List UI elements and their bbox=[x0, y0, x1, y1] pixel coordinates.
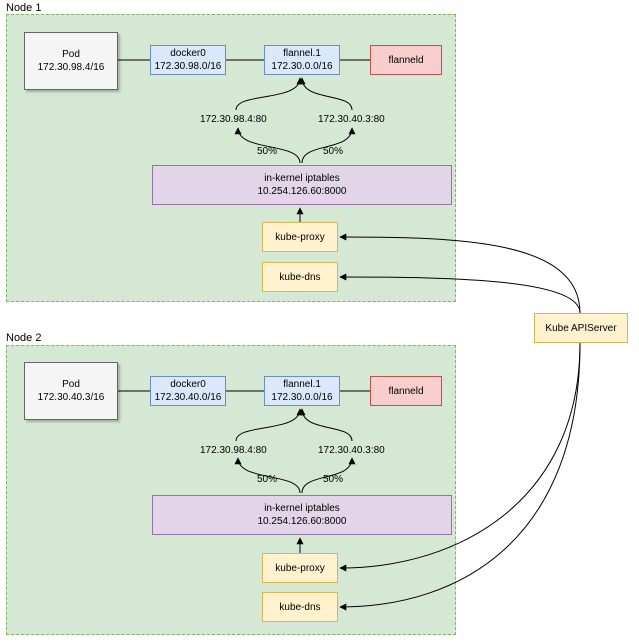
node-2-endpoint-right: 172.30.40.3:80 bbox=[318, 445, 385, 456]
node-1-arrow-right-endpoint-to-flannel bbox=[298, 77, 353, 111]
node-2-flanneld[interactable]: flanneld bbox=[370, 376, 442, 406]
node-2-arrow-right-endpoint-to-flannel bbox=[298, 408, 353, 442]
node-2-arrow-iptables-to-left-endpoint bbox=[234, 457, 301, 494]
node-1-docker0-title: docker0 bbox=[170, 48, 206, 59]
node-2-flannel-title: flannel.1 bbox=[283, 379, 321, 390]
apiserver-arrow-to-node-1-kube-dns bbox=[339, 273, 581, 314]
node-1-label: Node 1 bbox=[6, 2, 42, 14]
node-1-pod-ip: 172.30.98.4/16 bbox=[37, 62, 105, 73]
node-2-endpoint-left: 172.30.98.4:80 bbox=[200, 445, 267, 456]
node-2-weight-left: 50% bbox=[256, 474, 279, 485]
node-1-flannel-ip: 172.30.0.0/16 bbox=[271, 61, 333, 72]
node-2-iptables[interactable]: in-kernel iptables 10.254.126.60:8000 bbox=[152, 495, 452, 535]
node-1-docker0[interactable]: docker0 172.30.98.0/16 bbox=[150, 45, 226, 75]
node-2-pod[interactable]: Pod 172.30.40.3/16 bbox=[24, 362, 118, 420]
node-1-arrow-iptables-to-right-endpoint bbox=[301, 127, 356, 164]
node-1-kube-dns[interactable]: kube-dns bbox=[262, 262, 338, 292]
node-2-docker0-ip: 172.30.40.0/16 bbox=[154, 392, 222, 403]
apiserver-arrow-to-node-1-kube-proxy bbox=[339, 233, 581, 314]
node-1-arrow-left-endpoint-to-flannel bbox=[235, 77, 304, 111]
node-1-kube-dns-label: kube-dns bbox=[279, 271, 321, 283]
node-2-iptables-ip: 10.254.126.60:8000 bbox=[257, 516, 347, 527]
node-2-weight-right: 50% bbox=[322, 474, 345, 485]
node-2-kube-dns[interactable]: kube-dns bbox=[262, 592, 338, 622]
node-2-docker0[interactable]: docker0 172.30.40.0/16 bbox=[150, 376, 226, 406]
node-2-pod-title: Pod bbox=[62, 379, 80, 390]
node-1-endpoint-right: 172.30.40.3:80 bbox=[318, 114, 385, 125]
node-2-arrow-iptables-to-right-endpoint bbox=[301, 457, 356, 494]
node-2-kube-proxy[interactable]: kube-proxy bbox=[262, 553, 338, 583]
node-2-flanneld-label: flanneld bbox=[388, 385, 424, 397]
node-2-flannel-ip: 172.30.0.0/16 bbox=[271, 392, 333, 403]
node-1-flanneld-label: flanneld bbox=[388, 54, 424, 66]
node-1-docker0-ip: 172.30.98.0/16 bbox=[154, 61, 222, 72]
node-1-weight-left: 50% bbox=[256, 146, 279, 157]
node-1-flannel[interactable]: flannel.1 172.30.0.0/16 bbox=[264, 45, 340, 75]
node-1-endpoint-left: 172.30.98.4:80 bbox=[200, 114, 267, 125]
node-2-kube-dns-label: kube-dns bbox=[279, 601, 321, 613]
apiserver-arrow-to-node-2-kube-dns bbox=[339, 342, 581, 611]
node-1-flannel-title: flannel.1 bbox=[283, 48, 321, 59]
node-1-kube-proxy[interactable]: kube-proxy bbox=[262, 222, 338, 252]
node-2-iptables-title: in-kernel iptables bbox=[264, 503, 340, 514]
node-2-arrow-left-endpoint-to-flannel bbox=[235, 408, 304, 442]
node-2-kube-proxy-label: kube-proxy bbox=[275, 562, 325, 574]
kube-apiserver[interactable]: Kube APIServer bbox=[534, 313, 628, 343]
kube-apiserver-label: Kube APIServer bbox=[545, 322, 617, 334]
node-2-label: Node 2 bbox=[6, 332, 42, 344]
node-2-pod-ip: 172.30.40.3/16 bbox=[37, 392, 105, 403]
node-1-flanneld[interactable]: flanneld bbox=[370, 45, 442, 75]
node-1-iptables[interactable]: in-kernel iptables 10.254.126.60:8000 bbox=[152, 165, 452, 205]
node-1-iptables-ip: 10.254.126.60:8000 bbox=[257, 186, 347, 197]
node-1-arrow-iptables-to-left-endpoint bbox=[234, 127, 301, 164]
apiserver-arrow-to-node-2-kube-proxy bbox=[339, 342, 581, 572]
node-1-pod[interactable]: Pod 172.30.98.4/16 bbox=[24, 32, 118, 90]
node-1-weight-right: 50% bbox=[322, 146, 345, 157]
node-2-flannel[interactable]: flannel.1 172.30.0.0/16 bbox=[264, 376, 340, 406]
node-1-kube-proxy-label: kube-proxy bbox=[275, 231, 325, 243]
node-2-docker0-title: docker0 bbox=[170, 379, 206, 390]
node-1-pod-title: Pod bbox=[62, 49, 80, 60]
node-1-iptables-title: in-kernel iptables bbox=[264, 173, 340, 184]
